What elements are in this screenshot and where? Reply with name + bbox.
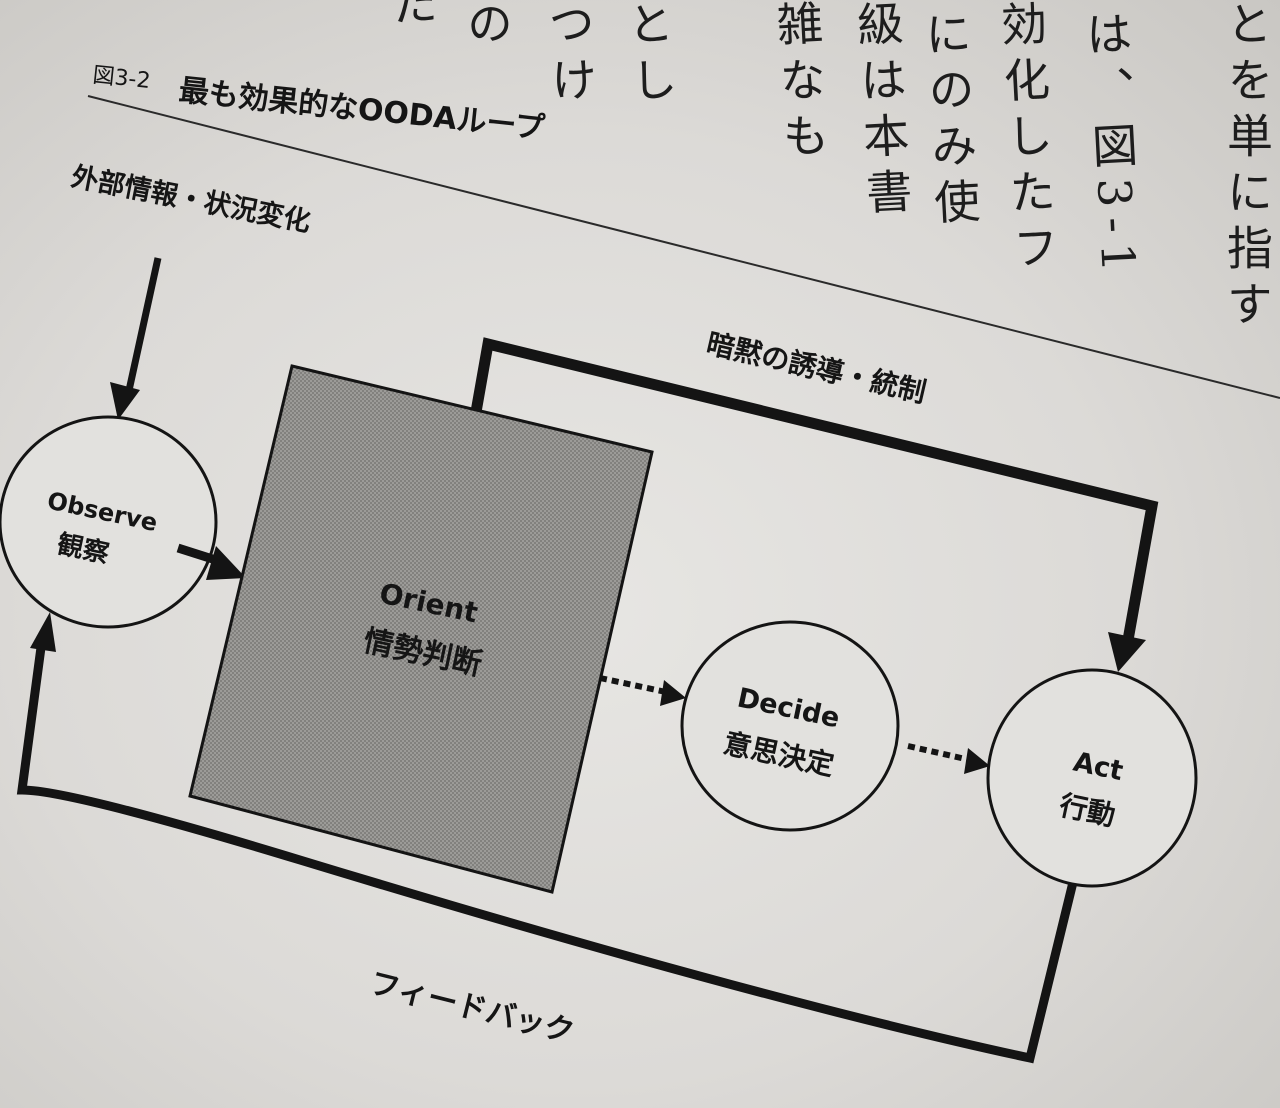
input-label: 外部情報・状況変化 xyxy=(69,160,314,238)
feedback-path xyxy=(16,639,1081,1064)
header-rule xyxy=(87,95,1280,399)
orient-to-decide-head xyxy=(660,680,686,706)
decide-node xyxy=(680,620,900,832)
observe-to-orient-head xyxy=(206,546,246,580)
orient-to-decide-dotted xyxy=(599,675,667,695)
act-node xyxy=(986,668,1198,888)
feedback-label: フィードバック xyxy=(366,966,578,1051)
body-text-column: とを単に指す xyxy=(1220,0,1274,336)
figure-number: 図3-2 xyxy=(91,63,151,94)
decide-to-act-dotted xyxy=(907,743,971,763)
implicit-guidance-label: 暗黙の誘導・統制 xyxy=(703,327,929,410)
observe-node xyxy=(0,415,218,629)
figure-title: 最も効果的なOODAループ xyxy=(177,73,547,146)
orient-box xyxy=(188,364,654,894)
implicit-guidance-arrowhead xyxy=(1108,632,1146,672)
input-arrow-head xyxy=(110,382,140,420)
implicit-guidance-path xyxy=(470,337,1159,641)
feedback-arrowhead xyxy=(30,612,56,652)
input-arrow-line xyxy=(124,257,162,396)
decide-to-act-head xyxy=(964,748,990,774)
